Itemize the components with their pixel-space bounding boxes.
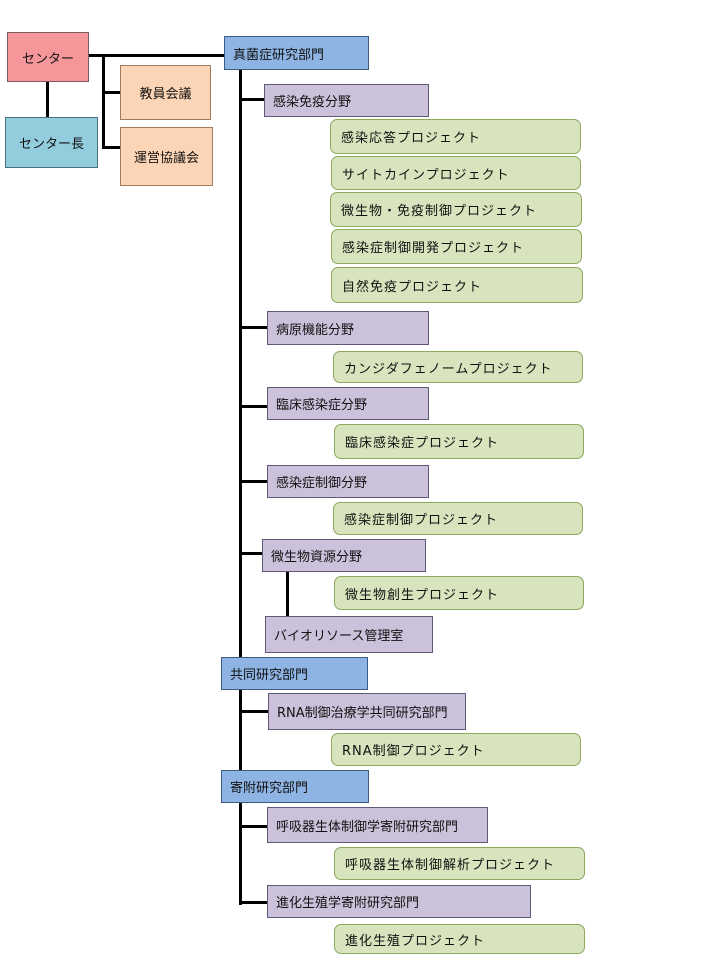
facility-box: バイオリソース管理室 (265, 616, 433, 653)
connector-line (240, 405, 267, 408)
department-box: 真菌症研究部門 (224, 36, 369, 70)
steering-council-box: 運営協議会 (120, 127, 213, 186)
project-box: 臨床感染症プロジェクト (334, 424, 584, 459)
faculty-meeting-box: 教員会議 (120, 65, 211, 120)
division-box: 感染免疫分野 (264, 84, 429, 117)
department-box: 共同研究部門 (221, 657, 368, 690)
connector-line (240, 710, 268, 713)
project-box: 微生物・免疫制御プロジェクト (330, 192, 582, 227)
project-box: サイトカインプロジェクト (331, 156, 581, 190)
division-box: 感染症制御分野 (267, 465, 429, 498)
project-box: 感染応答プロジェクト (330, 119, 581, 154)
project-box: 自然免疫プロジェクト (331, 267, 583, 303)
division-box: 臨床感染症分野 (267, 387, 429, 420)
connector-line (240, 552, 262, 555)
center-box: センター (7, 32, 89, 82)
connector-line (240, 480, 267, 483)
division-box: 微生物資源分野 (262, 539, 426, 572)
project-box: 感染症制御プロジェクト (333, 502, 583, 535)
project-box: 呼吸器生体制御解析プロジェクト (334, 847, 585, 880)
connector-line (102, 146, 120, 149)
connector-line (102, 55, 105, 148)
project-box: 感染症制御開発プロジェクト (331, 229, 582, 264)
connector-line (46, 82, 49, 118)
project-box: 微生物創生プロジェクト (334, 576, 584, 610)
department-box: 寄附研究部門 (221, 770, 369, 803)
connector-line (102, 91, 120, 94)
connector-line (240, 326, 267, 329)
connector-line (286, 570, 289, 617)
division-box: 病原機能分野 (267, 311, 429, 345)
project-box: 進化生殖プロジェクト (334, 924, 585, 954)
connector-line (240, 98, 264, 101)
connector-line (240, 901, 267, 904)
division-box: 進化生殖学寄附研究部門 (267, 885, 531, 918)
project-box: カンジダフェノームプロジェクト (333, 351, 583, 383)
connector-line (87, 54, 225, 57)
connector-line (240, 825, 267, 828)
center-head-box: センター長 (5, 117, 98, 168)
division-box: RNA制御治療学共同研究部門 (268, 693, 466, 730)
project-box: RNA制御プロジェクト (331, 733, 581, 766)
division-box: 呼吸器生体制御学寄附研究部門 (267, 807, 488, 843)
